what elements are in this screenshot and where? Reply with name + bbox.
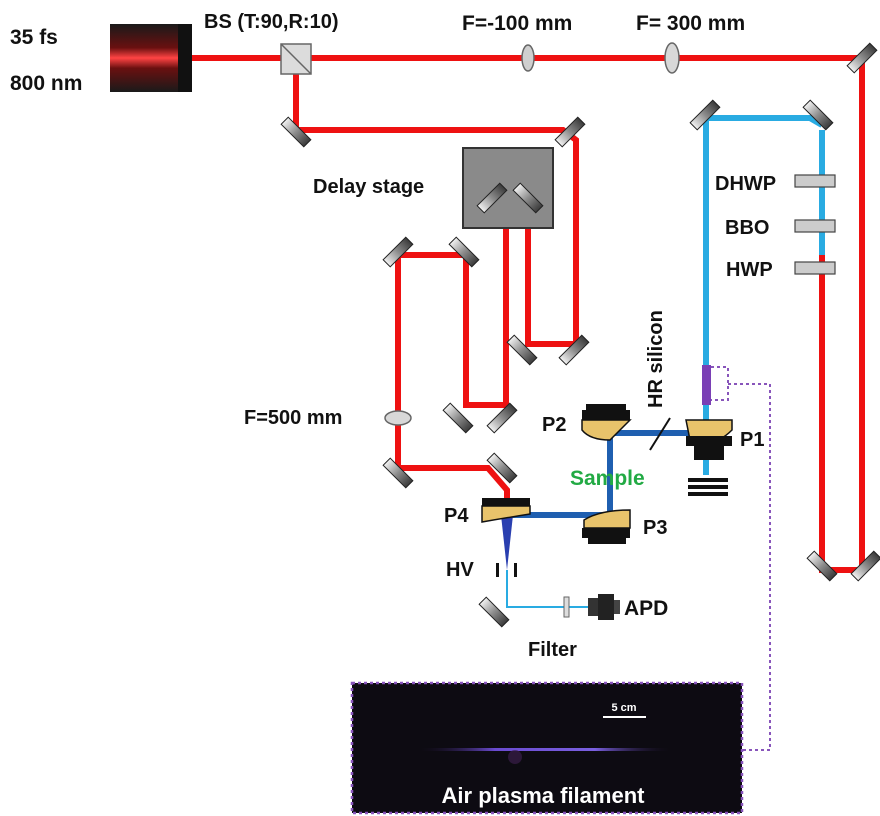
hv-electrode-left bbox=[496, 563, 499, 577]
parabolic-mirror-p3 bbox=[582, 509, 631, 544]
mirror bbox=[846, 42, 878, 74]
filter-element bbox=[563, 596, 570, 618]
lens-500 bbox=[384, 410, 412, 426]
plasma-glow bbox=[508, 750, 522, 764]
mirror bbox=[382, 457, 414, 489]
beam-splitter-label: BS (T:90,R:10) bbox=[204, 11, 338, 33]
hr-silicon-window bbox=[649, 417, 671, 451]
parabolic-mirror-p1 bbox=[685, 419, 733, 496]
mirror bbox=[476, 182, 508, 214]
sample-label: Sample bbox=[570, 467, 645, 490]
thz-focus-cone bbox=[501, 515, 513, 570]
filter-label: Filter bbox=[528, 639, 577, 661]
detection-beam bbox=[506, 570, 590, 608]
beam-splitter bbox=[280, 43, 312, 75]
bbo-crystal bbox=[794, 219, 836, 233]
parabolic-mirror-p4 bbox=[481, 498, 531, 523]
inset-frame bbox=[350, 681, 744, 815]
thz-beam bbox=[507, 430, 706, 518]
lens-pos-300 bbox=[664, 42, 680, 74]
plasma-spot bbox=[702, 365, 711, 405]
hv-electrode-right bbox=[514, 563, 517, 577]
mirror bbox=[554, 116, 586, 148]
bbo-label: BBO bbox=[725, 217, 769, 239]
pulse-duration-label: 35 fs bbox=[10, 26, 58, 49]
plasma-filament bbox=[420, 748, 670, 751]
hwp-label: HWP bbox=[726, 259, 773, 281]
mirror bbox=[806, 550, 838, 582]
plasma-inset: 5 cm Air plasma filament bbox=[350, 681, 744, 815]
lens-pos-label: F= 300 mm bbox=[636, 12, 745, 35]
mirror bbox=[280, 116, 312, 148]
connector-bracket bbox=[711, 366, 729, 401]
parabolic-mirror-p2 bbox=[581, 404, 632, 441]
delay-stage-box bbox=[462, 147, 554, 229]
mirror bbox=[486, 402, 518, 434]
scale-bar-label: 5 cm bbox=[611, 702, 636, 714]
p1-label: P1 bbox=[740, 429, 764, 451]
mirror bbox=[486, 452, 518, 484]
lens-neg-100 bbox=[521, 44, 535, 72]
mirror bbox=[512, 182, 544, 214]
mirror bbox=[850, 550, 880, 582]
p2-label: P2 bbox=[542, 414, 566, 436]
lens-neg-label: F=-100 mm bbox=[462, 12, 572, 35]
delay-stage-label: Delay stage bbox=[313, 176, 424, 198]
mirror bbox=[382, 236, 414, 268]
hv-label: HV bbox=[446, 559, 474, 581]
mirror bbox=[802, 99, 834, 131]
laser-aperture bbox=[178, 24, 192, 92]
dhwp-plate bbox=[794, 174, 836, 188]
mirror bbox=[506, 334, 538, 366]
lens-500-label: F=500 mm bbox=[244, 407, 342, 429]
uv-beam-top bbox=[706, 115, 824, 128]
hr-silicon-label: HR silicon bbox=[645, 310, 667, 408]
probe-beam bbox=[293, 58, 579, 512]
mirrors bbox=[280, 42, 880, 628]
p4-label: P4 bbox=[444, 505, 469, 527]
p3-label: P3 bbox=[643, 517, 667, 539]
mirror bbox=[558, 334, 590, 366]
mirror bbox=[478, 596, 510, 628]
inset-caption: Air plasma filament bbox=[442, 783, 646, 808]
mirror bbox=[689, 99, 721, 131]
hwp-plate bbox=[794, 261, 836, 275]
wavelength-label: 800 nm bbox=[10, 72, 82, 95]
connector-line bbox=[728, 383, 771, 751]
apd-label: APD bbox=[624, 597, 668, 620]
mirror bbox=[442, 402, 474, 434]
dhwp-label: DHWP bbox=[715, 173, 776, 195]
apd-detector bbox=[588, 594, 620, 620]
mirror bbox=[448, 236, 480, 268]
